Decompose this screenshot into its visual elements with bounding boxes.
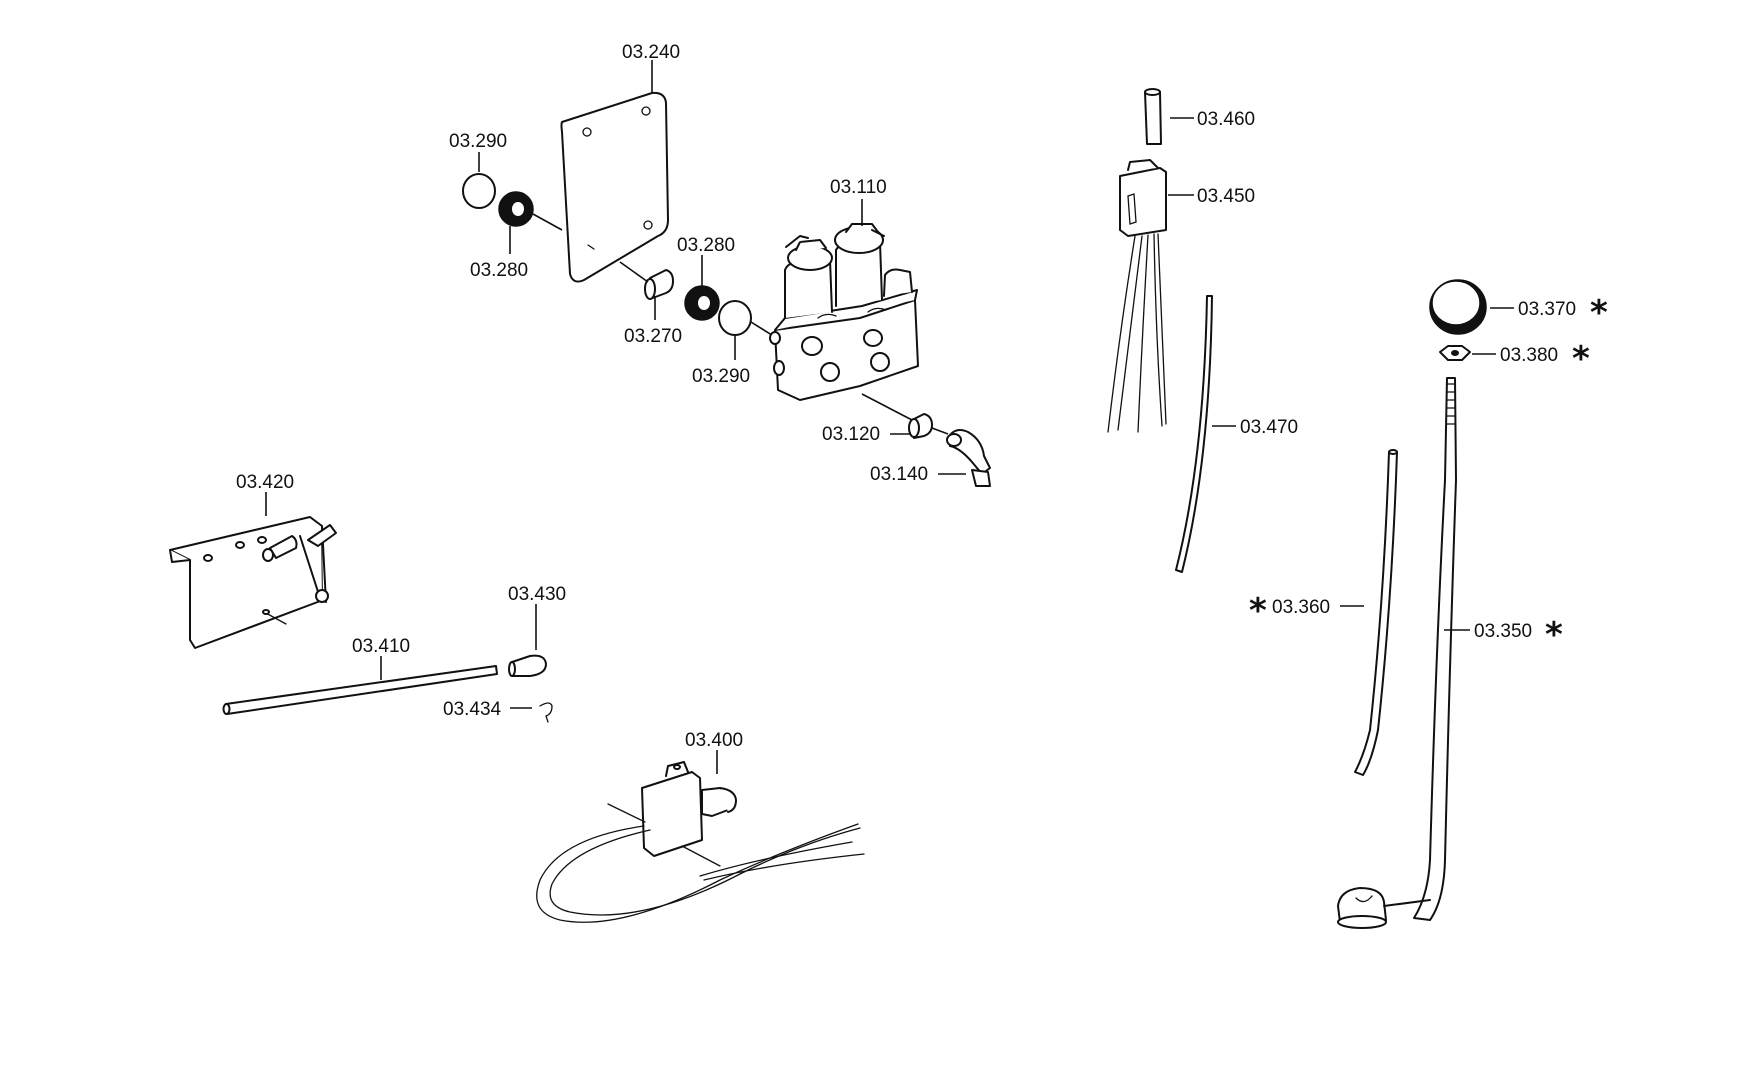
callout-03350: 03.350 [1474,621,1532,642]
part-03430-cap [508,654,547,677]
callout-03434: 03.434 [443,699,502,720]
callout-03420: 03.420 [236,472,294,493]
part-03280-grommet-left [498,191,563,231]
part-03450-switch [1107,159,1167,433]
part-03360-rod [1354,449,1398,776]
part-03370-knob [1429,279,1487,335]
asterisk-03360: * [1249,591,1267,631]
callout-03430: 03.430 [508,584,566,605]
part-03434-clip [539,702,553,723]
part-03290-washer-left [462,173,496,209]
part-03470-tube [1175,295,1213,573]
part-03420-bracket [169,516,337,649]
part-03290-washer-right [718,300,776,338]
part-03140-elbow [946,429,991,487]
callout-03460: 03.460 [1197,109,1255,130]
callout-03450: 03.450 [1197,186,1255,207]
callout-labels: 03.240 03.290 03.280 03.280 03.270 03.29… [236,42,1608,751]
part-03280-grommet-right [684,285,720,321]
callout-03110: 03.110 [830,177,887,198]
callout-03470: 03.470 [1240,417,1298,438]
leader-lines [265,60,1514,774]
asterisk-03370: * [1590,293,1608,333]
callout-03360: 03.360 [1272,597,1330,618]
callout-03240: 03.240 [622,42,680,63]
part-03240-plate [560,91,669,283]
callout-03370: 03.370 [1518,299,1576,320]
callout-03290-right: 03.290 [692,366,750,387]
asterisk-03350: * [1545,615,1563,655]
part-03350-lever [1337,377,1457,929]
part-03110-solenoid-valve [769,223,919,421]
callout-03140: 03.140 [870,464,928,485]
callout-03400: 03.400 [685,730,743,751]
part-03410-rod [222,665,498,715]
callout-03280-left: 03.280 [470,260,528,281]
callout-03290-left: 03.290 [449,131,507,152]
part-03120-fitting [908,413,949,439]
part-03400-sensor [536,761,865,923]
callout-03410: 03.410 [352,636,410,657]
callout-03380: 03.380 [1500,345,1558,366]
callout-03270: 03.270 [624,326,682,347]
asterisk-03380: * [1572,339,1590,379]
callout-03280-right: 03.280 [677,235,735,256]
part-03380-nut [1439,345,1471,361]
part-03270-spacer [619,261,674,300]
callout-03120: 03.120 [822,424,880,445]
part-03460-sleeve [1144,88,1162,145]
